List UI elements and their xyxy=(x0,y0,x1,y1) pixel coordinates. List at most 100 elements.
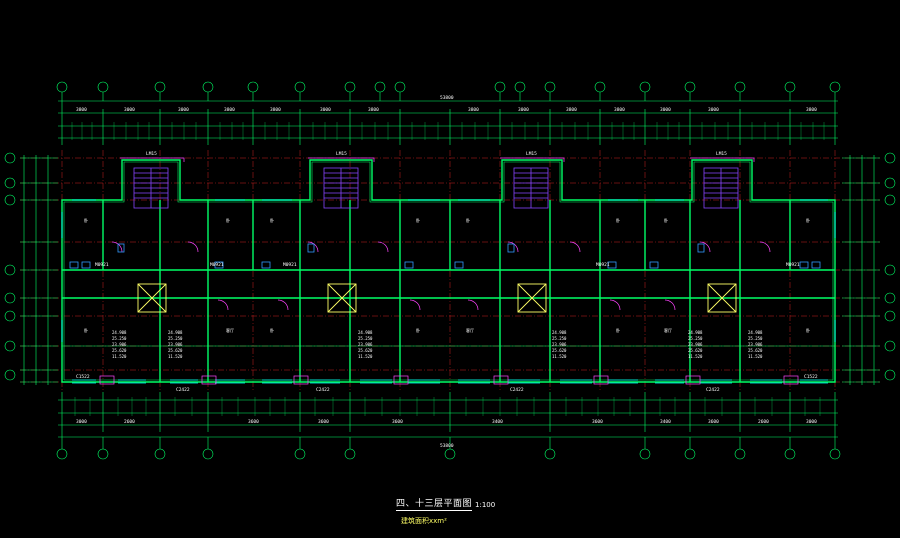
dim-bottom-2: 3600 xyxy=(248,419,259,425)
svg-text:卧: 卧 xyxy=(806,327,810,333)
svg-text:25.250: 25.250 xyxy=(358,336,373,341)
svg-text:客厅: 客厅 xyxy=(226,327,234,333)
svg-text:23.906: 23.906 xyxy=(688,342,703,347)
code-labels: LM15 LM15 LM15 LM15 M0921 M0921 M0921 M0… xyxy=(76,151,818,393)
door-code-1: M0921 xyxy=(95,262,109,268)
dim-bottom-3: 3600 xyxy=(318,419,329,425)
svg-text:11.520: 11.520 xyxy=(688,354,703,359)
dim-top-3: 3800 xyxy=(224,107,235,113)
window-code-5: C2422 xyxy=(706,387,720,393)
door-code-5: M0921 xyxy=(786,262,800,268)
svg-text:卧: 卧 xyxy=(84,327,88,333)
svg-text:11.520: 11.520 xyxy=(168,354,183,359)
stair-code-1: LM15 xyxy=(146,151,157,157)
dim-top-13: 3800 xyxy=(806,107,817,113)
dim-top-8: 3000 xyxy=(518,107,529,113)
elevator-shafts xyxy=(137,283,737,313)
svg-text:24.908: 24.908 xyxy=(112,330,127,335)
dimension-lines-top xyxy=(58,96,838,145)
svg-text:24.908: 24.908 xyxy=(552,330,567,335)
svg-text:23.906: 23.906 xyxy=(552,342,567,347)
svg-text:卧: 卧 xyxy=(806,217,810,223)
dim-bottom-0: 3000 xyxy=(76,419,87,425)
svg-text:23.906: 23.906 xyxy=(748,342,763,347)
dimension-lines-sides xyxy=(4,152,896,385)
room-annotations: 卧卧卧 卧卧卧 卧卧 卧客厅卧 卧客厅卧 客厅卧 24.90825.25023.… xyxy=(84,217,810,359)
window-code-2: C2422 xyxy=(176,387,190,393)
svg-text:25.250: 25.250 xyxy=(688,336,703,341)
drawing-scale: 1:100 xyxy=(475,501,496,509)
bathroom-fixtures xyxy=(69,243,821,269)
title-row: 四、十三层平面图 1:100 xyxy=(396,496,495,511)
svg-text:客厅: 客厅 xyxy=(466,327,474,333)
dim-bottom-1: 2600 xyxy=(124,419,135,425)
dim-top-5: 3000 xyxy=(320,107,331,113)
dim-bottom-6: 3600 xyxy=(592,419,603,425)
overall-dimension-top: 53800 xyxy=(440,95,454,101)
svg-text:卧: 卧 xyxy=(466,217,470,223)
svg-text:25.620: 25.620 xyxy=(552,348,567,353)
dim-bottom-9: 2600 xyxy=(758,419,769,425)
svg-text:25.620: 25.620 xyxy=(168,348,183,353)
dim-top-9: 3800 xyxy=(566,107,577,113)
dim-top-2: 3000 xyxy=(178,107,189,113)
svg-text:卧: 卧 xyxy=(270,327,274,333)
drawing-title-block: 四、十三层平面图 1:100 建筑面积xxm² xyxy=(0,490,900,534)
svg-text:25.620: 25.620 xyxy=(748,348,763,353)
window-code-4: C2422 xyxy=(510,387,524,393)
stair-code-4: LM15 xyxy=(716,151,727,157)
windows xyxy=(61,199,836,384)
svg-text:23.906: 23.906 xyxy=(168,342,183,347)
svg-text:11.520: 11.520 xyxy=(112,354,127,359)
axis-bubbles-bottom xyxy=(56,437,841,460)
svg-text:卧: 卧 xyxy=(226,217,230,223)
svg-text:11.520: 11.520 xyxy=(552,354,567,359)
dim-top-7: 3800 xyxy=(468,107,479,113)
svg-text:25.250: 25.250 xyxy=(112,336,127,341)
dim-bottom-5: 3400 xyxy=(492,419,503,425)
svg-text:11.520: 11.520 xyxy=(748,354,763,359)
window-code-6: C1522 xyxy=(804,374,818,380)
svg-text:卧: 卧 xyxy=(416,327,420,333)
dim-top-11: 3000 xyxy=(660,107,671,113)
dim-bottom-8: 3600 xyxy=(708,419,719,425)
dim-top-1: 3000 xyxy=(124,107,135,113)
svg-text:24.908: 24.908 xyxy=(748,330,763,335)
dim-top-6: 3800 xyxy=(368,107,379,113)
stair-code-2: LM15 xyxy=(336,151,347,157)
overall-dimension-bottom: 53800 xyxy=(440,443,454,449)
svg-text:24.908: 24.908 xyxy=(688,330,703,335)
svg-text:卧: 卧 xyxy=(84,217,88,223)
dim-top-10: 3800 xyxy=(614,107,625,113)
axis-bubbles-top xyxy=(56,81,841,101)
door-code-3: M0921 xyxy=(283,262,297,268)
window-code-3: C2422 xyxy=(316,387,330,393)
stair-code-3: LM15 xyxy=(526,151,537,157)
svg-text:23.906: 23.906 xyxy=(112,342,127,347)
dimension-ticks-top xyxy=(71,122,825,140)
svg-text:卧: 卧 xyxy=(616,217,620,223)
svg-text:11.520: 11.520 xyxy=(358,354,373,359)
dimension-lines-bottom xyxy=(58,392,838,442)
drawing-title: 四、十三层平面图 xyxy=(396,496,473,511)
dim-top-0: 3800 xyxy=(76,107,87,113)
dim-bottom-7: 3400 xyxy=(660,419,671,425)
dim-bottom-4: 3600 xyxy=(392,419,403,425)
svg-text:25.620: 25.620 xyxy=(358,348,373,353)
svg-text:25.250: 25.250 xyxy=(748,336,763,341)
svg-text:卧: 卧 xyxy=(270,217,274,223)
svg-text:24.908: 24.908 xyxy=(358,330,373,335)
svg-text:卧: 卧 xyxy=(664,217,668,223)
dimension-text: 53800 53800 3800 3000 3000 3800 3800 300… xyxy=(76,95,817,449)
door-code-2: M0921 xyxy=(210,262,224,268)
svg-text:25.620: 25.620 xyxy=(688,348,703,353)
doors xyxy=(99,157,799,385)
svg-text:25.250: 25.250 xyxy=(168,336,183,341)
door-code-4: M0921 xyxy=(596,262,610,268)
window-code-1: C1522 xyxy=(76,374,90,380)
dimension-ticks-bottom xyxy=(74,397,821,416)
svg-text:卧: 卧 xyxy=(616,327,620,333)
dim-top-12: 3000 xyxy=(708,107,719,113)
stairwells xyxy=(133,167,739,209)
